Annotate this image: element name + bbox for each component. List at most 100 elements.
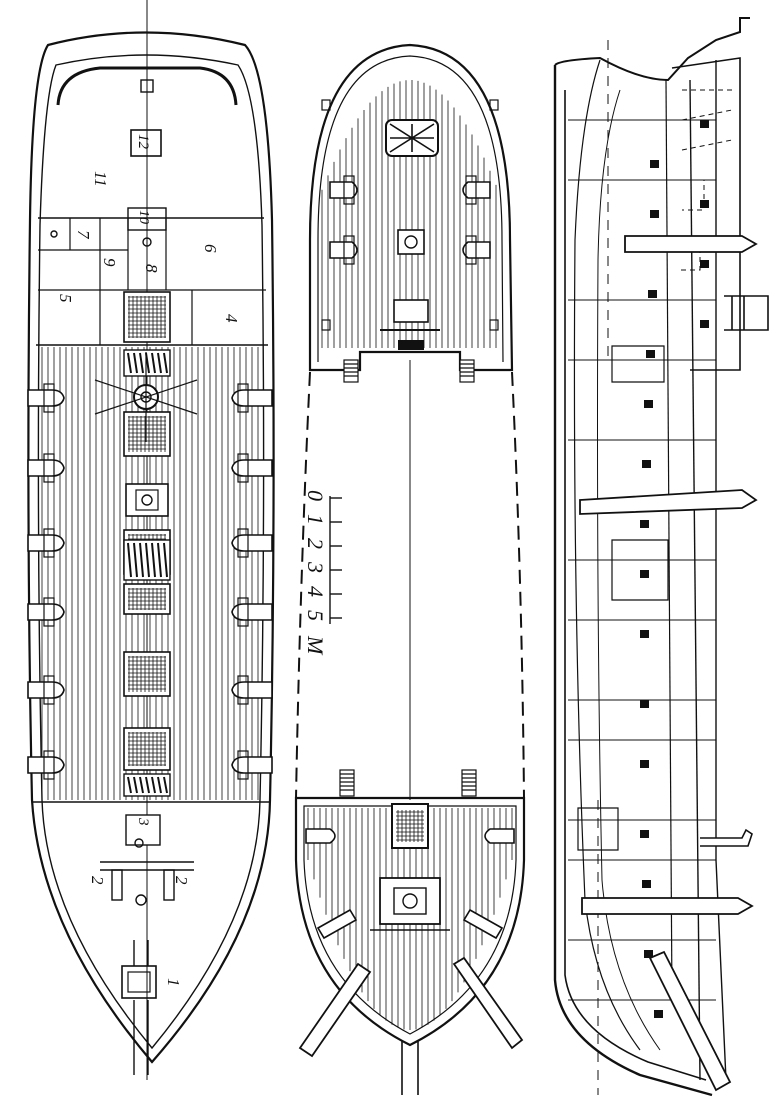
ladder-fore-port (339, 769, 355, 797)
ladder-step (151, 542, 156, 578)
profile-frames (568, 119, 716, 1001)
lower-deck-inner-outline (37, 54, 265, 1050)
gun-starboard-side (231, 459, 273, 477)
gun-carriage (237, 750, 249, 780)
mizzen-mast (624, 235, 758, 253)
scale-tick-label: 2 (303, 538, 328, 549)
main-mast (579, 489, 758, 515)
profile-hull-outer (553, 65, 713, 1097)
ladder-step (151, 352, 156, 374)
forecastle-grating (396, 810, 424, 842)
scale-unit-label: М (303, 635, 328, 656)
gunport (640, 700, 649, 708)
ladder-step (163, 776, 168, 794)
ladder-step (163, 352, 168, 374)
deck-fitting (489, 99, 499, 111)
lower-deck-gratings (123, 291, 171, 797)
label-4: 4 (222, 314, 241, 323)
ladder-aft-port (343, 359, 359, 383)
ladder-step (127, 776, 132, 794)
deck-fitting (321, 319, 331, 331)
bitt-post-port (111, 869, 123, 901)
hatch-12 (130, 129, 162, 157)
gun-port-side (27, 459, 65, 477)
lower-deck-hull-outline (27, 31, 275, 1064)
label-2-starboard: 2 (172, 876, 191, 885)
label-11: 11 (91, 171, 110, 187)
ladder-step (151, 776, 156, 794)
gunport (650, 210, 659, 218)
gunport (640, 570, 649, 578)
steering-wheel (380, 299, 440, 350)
gunport (644, 400, 653, 408)
capstan (94, 352, 198, 442)
windlass (370, 877, 450, 931)
lower-deck-plan: 12 11 10 7 9 8 6 5 4 3 2 2 1 (27, 0, 275, 1080)
lower-deck-guns (27, 383, 273, 780)
pump (700, 828, 753, 847)
grating-frame (123, 651, 171, 697)
carronade-slide (465, 235, 477, 265)
scale-tick-label: 3 (303, 561, 328, 573)
label-3: 3 (135, 817, 151, 826)
ladder-step (157, 542, 162, 578)
label-6: 6 (201, 244, 220, 253)
gunport (650, 160, 659, 168)
label-8: 8 (142, 264, 161, 273)
gun-carriage (237, 453, 249, 483)
bowsprit-lower (133, 940, 149, 1075)
profile-hull-inner (564, 90, 707, 1081)
grating-frame (123, 583, 171, 615)
binnacle-compass (404, 235, 418, 249)
forecastle-outline (294, 796, 526, 1047)
ladder-step (163, 542, 168, 578)
label-9: 9 (100, 258, 119, 267)
ladder-step (139, 352, 144, 374)
gunport (646, 350, 655, 358)
gunport (640, 760, 649, 768)
gun-carriage (43, 383, 55, 413)
cathead-starboard (452, 956, 524, 1050)
gunport (700, 200, 709, 208)
profile-main-deck-2 (715, 60, 727, 1081)
fore-mast (581, 897, 754, 915)
gun-carriage (43, 675, 55, 705)
gunport (642, 460, 651, 468)
label-7: 7 (74, 230, 93, 240)
lower-deck-aft-rail (56, 66, 238, 106)
carronade-slide (343, 175, 355, 205)
scale-tick-label: 0 (303, 490, 328, 501)
deck-fitting (321, 99, 331, 111)
profile-main-deck (689, 79, 701, 1081)
gun-starboard-side (231, 534, 273, 552)
label-12: 12 (135, 134, 151, 150)
ladder-step (133, 352, 138, 374)
gun-carriage (43, 453, 55, 483)
scale-tick-label: 5 (303, 610, 328, 621)
gunport (642, 880, 651, 888)
ladder-step (139, 776, 144, 794)
gun-carriage (43, 750, 55, 780)
cathead-port (298, 962, 372, 1058)
gun-port-side (27, 756, 65, 774)
gun-carriage (237, 528, 249, 558)
forecastle-inner (303, 805, 517, 1035)
forecastle-gun-port (305, 828, 336, 844)
gunport (700, 120, 709, 128)
profile-stern (554, 17, 750, 82)
deck-fitting (489, 319, 499, 331)
gun-port-side (27, 389, 65, 407)
gunport (640, 830, 649, 838)
porthole (50, 230, 58, 238)
ladder-step (157, 776, 162, 794)
gun-port-side (27, 534, 65, 552)
gun-starboard-side (231, 756, 273, 774)
ladder-step (127, 352, 132, 374)
carronade-slide (465, 175, 477, 205)
ladder-step (139, 542, 144, 578)
forecastle-guns (305, 828, 515, 940)
profile-quarterdeck (671, 57, 741, 371)
ladder-fore-starboard (461, 769, 477, 797)
